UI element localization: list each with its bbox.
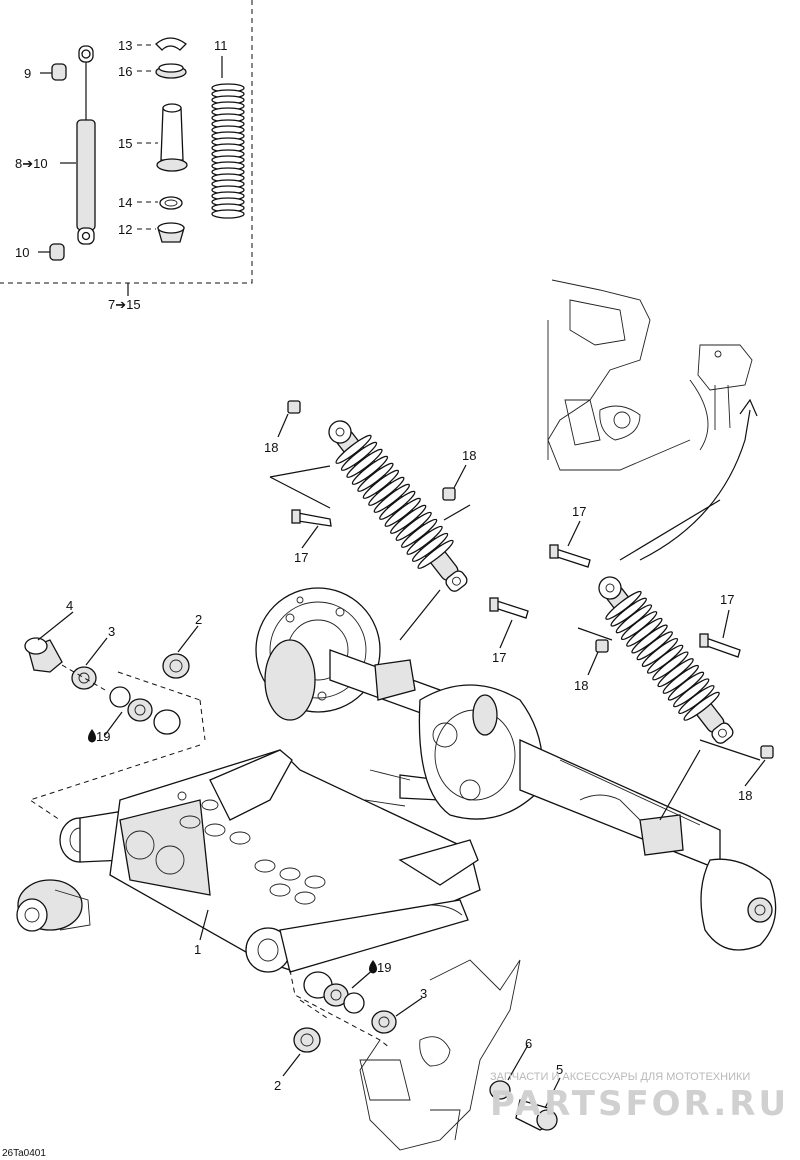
collar-12-part [157,222,185,243]
leader-lines [37,44,766,1109]
cup-13-part [155,37,187,51]
watermark-caption: ЗАПЧАСТИ И АКСЕССУАРЫ ДЛЯ МОТОТЕХНИКИ [490,1071,750,1083]
rubber-mount-5-part [515,1099,558,1131]
callout-2-a: 2 [195,612,202,627]
bushing-10-part [49,243,65,261]
bushing-9-part [51,63,67,81]
bolt-17-d [699,633,741,658]
frame-bracket-bottom [359,959,521,1151]
nut-18-b [442,487,456,501]
callout-17-a: 17 [294,550,308,565]
frame-bracket-top [547,279,753,471]
callout-18-a: 18 [264,440,278,455]
ring-14-part [159,196,183,210]
callout-18-b: 18 [462,448,476,463]
rear-axle-assembly [255,587,777,951]
callout-3-a: 3 [108,624,115,639]
gas-shock-part [76,45,96,245]
bearing-2-upper-part [162,653,190,679]
bearing-19-lower-set [303,971,365,1014]
washer-3-upper-part [71,666,97,690]
callout-15: 15 [118,136,132,151]
swing-arm-part [16,749,481,973]
bearing-19-upper-set [109,686,181,735]
callout-2-b: 2 [274,1078,281,1093]
bearing-2-lower-part [293,1027,321,1053]
callout-8-10: 8➔10 [15,156,48,171]
callout-18-c: 18 [574,678,588,693]
retainer-16-part [155,63,187,79]
callout-5: 5 [556,1062,563,1077]
assembly-guide-lower [289,969,391,1049]
callout-13: 13 [118,38,132,53]
shock-kit-inset [0,0,253,296]
bolt-17-a [291,509,332,527]
figure-code: 26Ta0401 [2,1148,46,1159]
callout-1: 1 [194,942,201,957]
callout-6: 6 [525,1036,532,1051]
callout-16: 16 [118,64,132,79]
nut-18-a [287,400,301,414]
oil-drop-icon [88,729,96,743]
rubber-mount-4-part [24,637,63,673]
callout-17-d: 17 [720,592,734,607]
callout-12: 12 [118,222,132,237]
callout-4: 4 [66,598,73,613]
callout-17-b: 17 [572,504,586,519]
bolt-17-b [489,597,529,619]
oil-drop-icon-2 [369,960,377,974]
callout-17-c: 17 [492,650,506,665]
shock-absorber-left [328,420,468,592]
washer-3-lower-part [371,1010,397,1034]
nut-18-c [595,639,609,653]
callout-18-d: 18 [738,788,752,803]
callout-11: 11 [214,38,228,53]
watermark-logo: PARTSFOR.RU [490,1084,789,1124]
callout-9: 9 [24,66,31,81]
spacer-6-part [489,1080,511,1100]
nut-18-d [760,745,774,759]
callout-19-b: 19 [377,960,391,975]
bolt-17-c [549,544,591,568]
shock-absorber-right [598,576,734,744]
callout-7-15: 7➔15 [108,297,141,312]
callout-10: 10 [15,245,29,260]
spring-11-part [211,83,245,219]
callout-19-a: 19 [96,729,110,744]
callout-3-b: 3 [420,986,427,1001]
callout-14: 14 [118,195,132,210]
boot-15-part [156,103,188,172]
